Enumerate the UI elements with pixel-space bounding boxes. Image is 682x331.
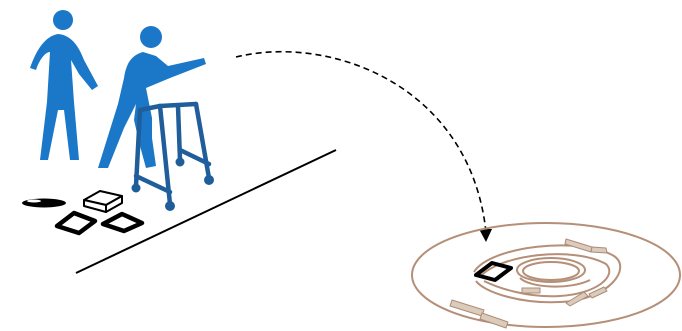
arrow-head-icon [479,229,492,242]
person-with-walker-icon [98,26,206,168]
person-standing-icon [30,10,98,160]
dashed-arrow [236,52,486,232]
jump-rope-icon [412,223,680,328]
step-box-icon [84,191,122,212]
floor-pad-icon [57,213,142,233]
walker-wheels [132,158,215,212]
floor-disc-icon [22,199,66,208]
